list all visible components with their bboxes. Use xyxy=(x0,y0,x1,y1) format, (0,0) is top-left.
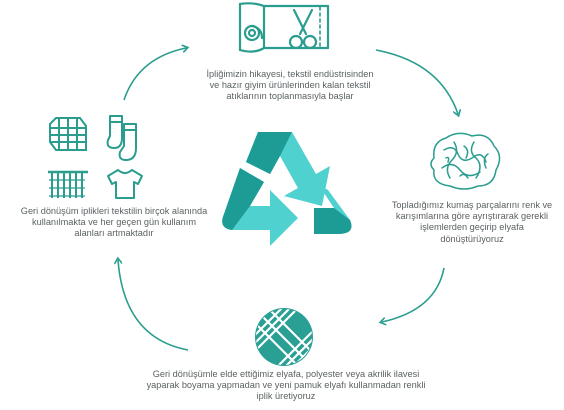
recycle-arrows-icon xyxy=(222,132,352,246)
yarn-ball-icon xyxy=(255,308,313,366)
socks-icon xyxy=(106,115,137,161)
step-left-caption: Geri dönüşüm iplikleri tekstilin birçok … xyxy=(20,206,208,239)
fabric-roll-scissors-icon xyxy=(238,2,330,53)
arrow-right-to-bottom xyxy=(382,267,445,322)
step-bottom-caption: Geri dönüşümle elde ettiğimiz elyafa, po… xyxy=(146,369,426,402)
tshirt-icon xyxy=(107,169,143,199)
fiber-tangle-icon xyxy=(430,132,501,190)
arrow-bottom-to-left xyxy=(118,260,189,351)
arrow-left-to-top xyxy=(123,48,186,101)
step-top-caption: İpliğimizin hikayesi, tekstil endüstrisi… xyxy=(206,69,374,102)
knit-fabric-icon xyxy=(49,117,87,151)
step-right-caption: Topladığımız kumaş parçalarını renk ve k… xyxy=(391,200,553,244)
knitting-icon xyxy=(48,170,88,198)
arrow-top-to-right xyxy=(375,49,458,114)
